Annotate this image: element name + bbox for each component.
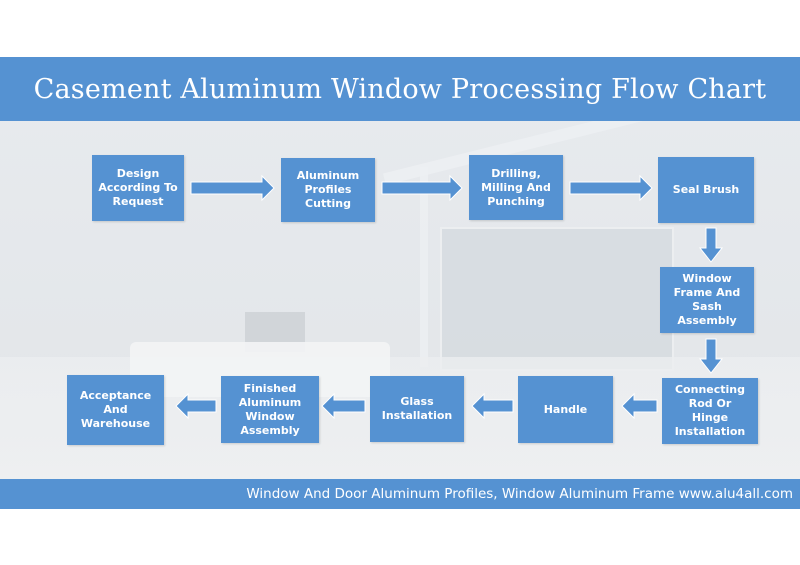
arrow-left xyxy=(321,392,366,420)
step-drilling: Drilling, Milling And Punching xyxy=(469,155,563,220)
arrow-down xyxy=(698,338,724,374)
step-connecting-rod: Connecting Rod Or Hinge Installation xyxy=(662,378,758,444)
step-acceptance: Acceptance And Warehouse xyxy=(67,375,164,445)
step-glass: Glass Installation xyxy=(370,376,464,442)
footer-banner: Window And Door Aluminum Profiles, Windo… xyxy=(0,479,800,509)
arrow-right xyxy=(569,174,653,202)
title-banner: Casement Aluminum Window Processing Flow… xyxy=(0,57,800,121)
arrow-left xyxy=(175,392,217,420)
step-handle: Handle xyxy=(518,376,613,443)
background-beam xyxy=(420,167,428,367)
arrow-down xyxy=(698,227,724,263)
step-frame-assembly: Window Frame And Sash Assembly xyxy=(660,267,754,333)
arrow-right xyxy=(381,174,463,202)
arrow-left xyxy=(471,392,514,420)
footer-text: Window And Door Aluminum Profiles, Windo… xyxy=(246,486,793,502)
step-cutting: Aluminum Profiles Cutting xyxy=(281,158,375,222)
step-design: Design According To Request xyxy=(92,155,184,221)
arrow-right xyxy=(190,174,275,202)
step-finished-assembly: Finished Aluminum Window Assembly xyxy=(221,376,319,443)
step-seal-brush: Seal Brush xyxy=(658,157,754,223)
page-title: Casement Aluminum Window Processing Flow… xyxy=(33,73,767,105)
arrow-left xyxy=(621,392,658,420)
